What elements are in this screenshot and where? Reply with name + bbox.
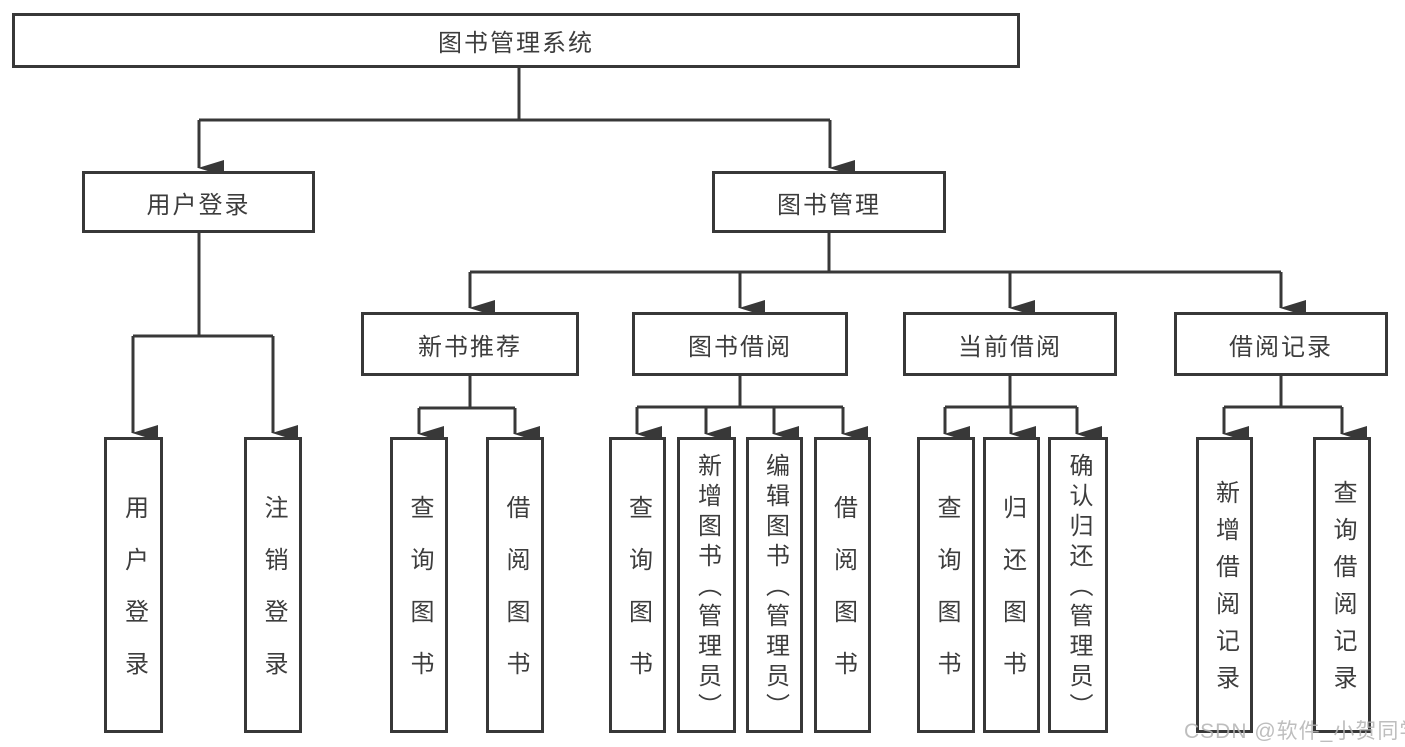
leaf-cb-return-books: 归还图书 xyxy=(983,437,1040,733)
leaf-user-login-label: 用户登录 xyxy=(120,495,148,703)
node-user-login-label: 用户登录 xyxy=(146,191,251,219)
edge-user-login-stem xyxy=(133,233,273,338)
leaf-bb-edit-books-admin-label: 编辑图书（管理员） xyxy=(761,453,789,723)
leaf-nbr-query-books-label: 查询图书 xyxy=(406,495,433,703)
node-book-management-label: 图书管理 xyxy=(777,191,881,219)
leaf-br-query-record-label: 查询借阅记录 xyxy=(1329,480,1356,702)
edge-bb-stem xyxy=(637,376,843,409)
leaf-br-query-record: 查询借阅记录 xyxy=(1313,437,1371,733)
node-borrow-records-label: 借阅记录 xyxy=(1229,333,1333,361)
edge-cb-stem xyxy=(945,376,1077,409)
leaf-bb-query-books: 查询图书 xyxy=(609,437,666,733)
node-book-borrow: 图书借阅 xyxy=(632,312,848,376)
node-root-label: 图书管理系统 xyxy=(438,30,594,57)
edge-br-stem xyxy=(1224,376,1342,409)
leaf-cb-confirm-return-admin-label: 确认归还（管理员） xyxy=(1065,453,1092,723)
leaf-bb-borrow-books: 借阅图书 xyxy=(814,437,871,733)
node-book-management: 图书管理 xyxy=(712,171,946,233)
leaf-bb-borrow-books-label: 借阅图书 xyxy=(829,495,857,703)
leaf-logout: 注销登录 xyxy=(244,437,302,733)
edge-nbr-stem xyxy=(419,376,515,410)
node-user-login: 用户登录 xyxy=(82,171,315,233)
leaf-nbr-borrow-books-label: 借阅图书 xyxy=(502,495,529,703)
leaf-cb-query-books: 查询图书 xyxy=(917,437,975,733)
node-new-book-recommend-label: 新书推荐 xyxy=(418,333,522,361)
edge-book-management-stem xyxy=(470,233,1281,274)
leaf-user-login: 用户登录 xyxy=(104,437,163,733)
edge-root-stem xyxy=(199,68,830,122)
leaf-cb-query-books-label: 查询图书 xyxy=(933,495,960,703)
node-book-borrow-label: 图书借阅 xyxy=(688,333,792,361)
leaf-nbr-query-books: 查询图书 xyxy=(390,437,448,733)
node-borrow-records: 借阅记录 xyxy=(1174,312,1388,376)
node-root-system: 图书管理系统 xyxy=(12,13,1020,68)
leaf-cb-return-books-label: 归还图书 xyxy=(998,495,1026,703)
watermark: CSDN @软件_小贺同学 xyxy=(1184,720,1405,743)
leaf-bb-add-books-admin: 新增图书（管理员） xyxy=(677,437,736,733)
leaf-bb-add-books-admin-label: 新增图书（管理员） xyxy=(693,453,721,723)
leaf-logout-label: 注销登录 xyxy=(260,495,287,703)
leaf-cb-confirm-return-admin: 确认归还（管理员） xyxy=(1048,437,1108,733)
leaf-bb-query-books-label: 查询图书 xyxy=(624,495,652,703)
node-current-borrow: 当前借阅 xyxy=(903,312,1117,376)
leaf-br-add-record: 新增借阅记录 xyxy=(1196,437,1253,733)
leaf-nbr-borrow-books: 借阅图书 xyxy=(486,437,544,733)
leaf-bb-edit-books-admin: 编辑图书（管理员） xyxy=(746,437,803,733)
node-new-book-recommend: 新书推荐 xyxy=(361,312,579,376)
node-current-borrow-label: 当前借阅 xyxy=(958,333,1062,361)
leaf-br-add-record-label: 新增借阅记录 xyxy=(1211,480,1239,702)
